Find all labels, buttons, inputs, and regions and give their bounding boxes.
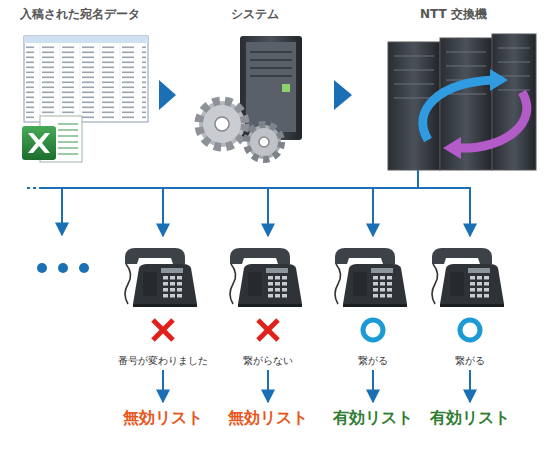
flow-arrow	[334, 80, 352, 110]
list-label: 有効リスト	[313, 404, 433, 432]
status-caption: 繋がる	[415, 355, 525, 368]
list-label: 無効リスト	[103, 404, 223, 432]
branch-connector	[372, 370, 374, 402]
ellipsis-dots	[37, 263, 89, 273]
branch-connector	[469, 370, 471, 402]
flow-arrow	[159, 80, 176, 110]
node-heading: 入稿された宛名データ	[5, 6, 155, 23]
list-label: 無効リスト	[208, 404, 328, 432]
result-list: 無効リスト	[103, 404, 223, 432]
branch-connector	[162, 370, 164, 402]
branch-connector	[373, 170, 418, 236]
phone-symbols	[125, 248, 504, 307]
exchange-box: NTT 交換機	[362, 6, 545, 170]
result-list: 有効リスト	[313, 404, 433, 432]
status-caption: 繋がる	[318, 355, 428, 368]
phone-node: 繋がる	[318, 236, 428, 368]
status-caption: 繋がらない	[213, 355, 323, 368]
branch-connector	[163, 170, 418, 236]
ok-marks	[363, 320, 480, 340]
system-box: システム	[180, 6, 330, 170]
fail-marks	[153, 320, 278, 340]
status-caption: 番号が変わりました	[108, 355, 218, 368]
branch-connector	[418, 170, 470, 236]
node-heading: システム	[180, 6, 330, 23]
source-data-box: 入稿された宛名データ	[5, 6, 155, 170]
exchange-rack-illustration	[388, 34, 536, 170]
list-label: 有効リスト	[410, 404, 530, 432]
result-list: 有効リスト	[410, 404, 530, 432]
server-gears-illustration	[199, 36, 302, 159]
node-heading: NTT 交換機	[362, 6, 545, 23]
bus-extension	[27, 188, 470, 235]
result-list: 無効リスト	[208, 404, 328, 432]
phone-node: 繋がらない	[213, 236, 323, 368]
phone-node: 番号が変わりました	[108, 236, 218, 368]
branch-connector	[268, 170, 418, 236]
spreadsheet-illustration	[22, 36, 148, 162]
phone-node: 繋がる	[415, 236, 525, 368]
branch-connector	[267, 370, 269, 402]
